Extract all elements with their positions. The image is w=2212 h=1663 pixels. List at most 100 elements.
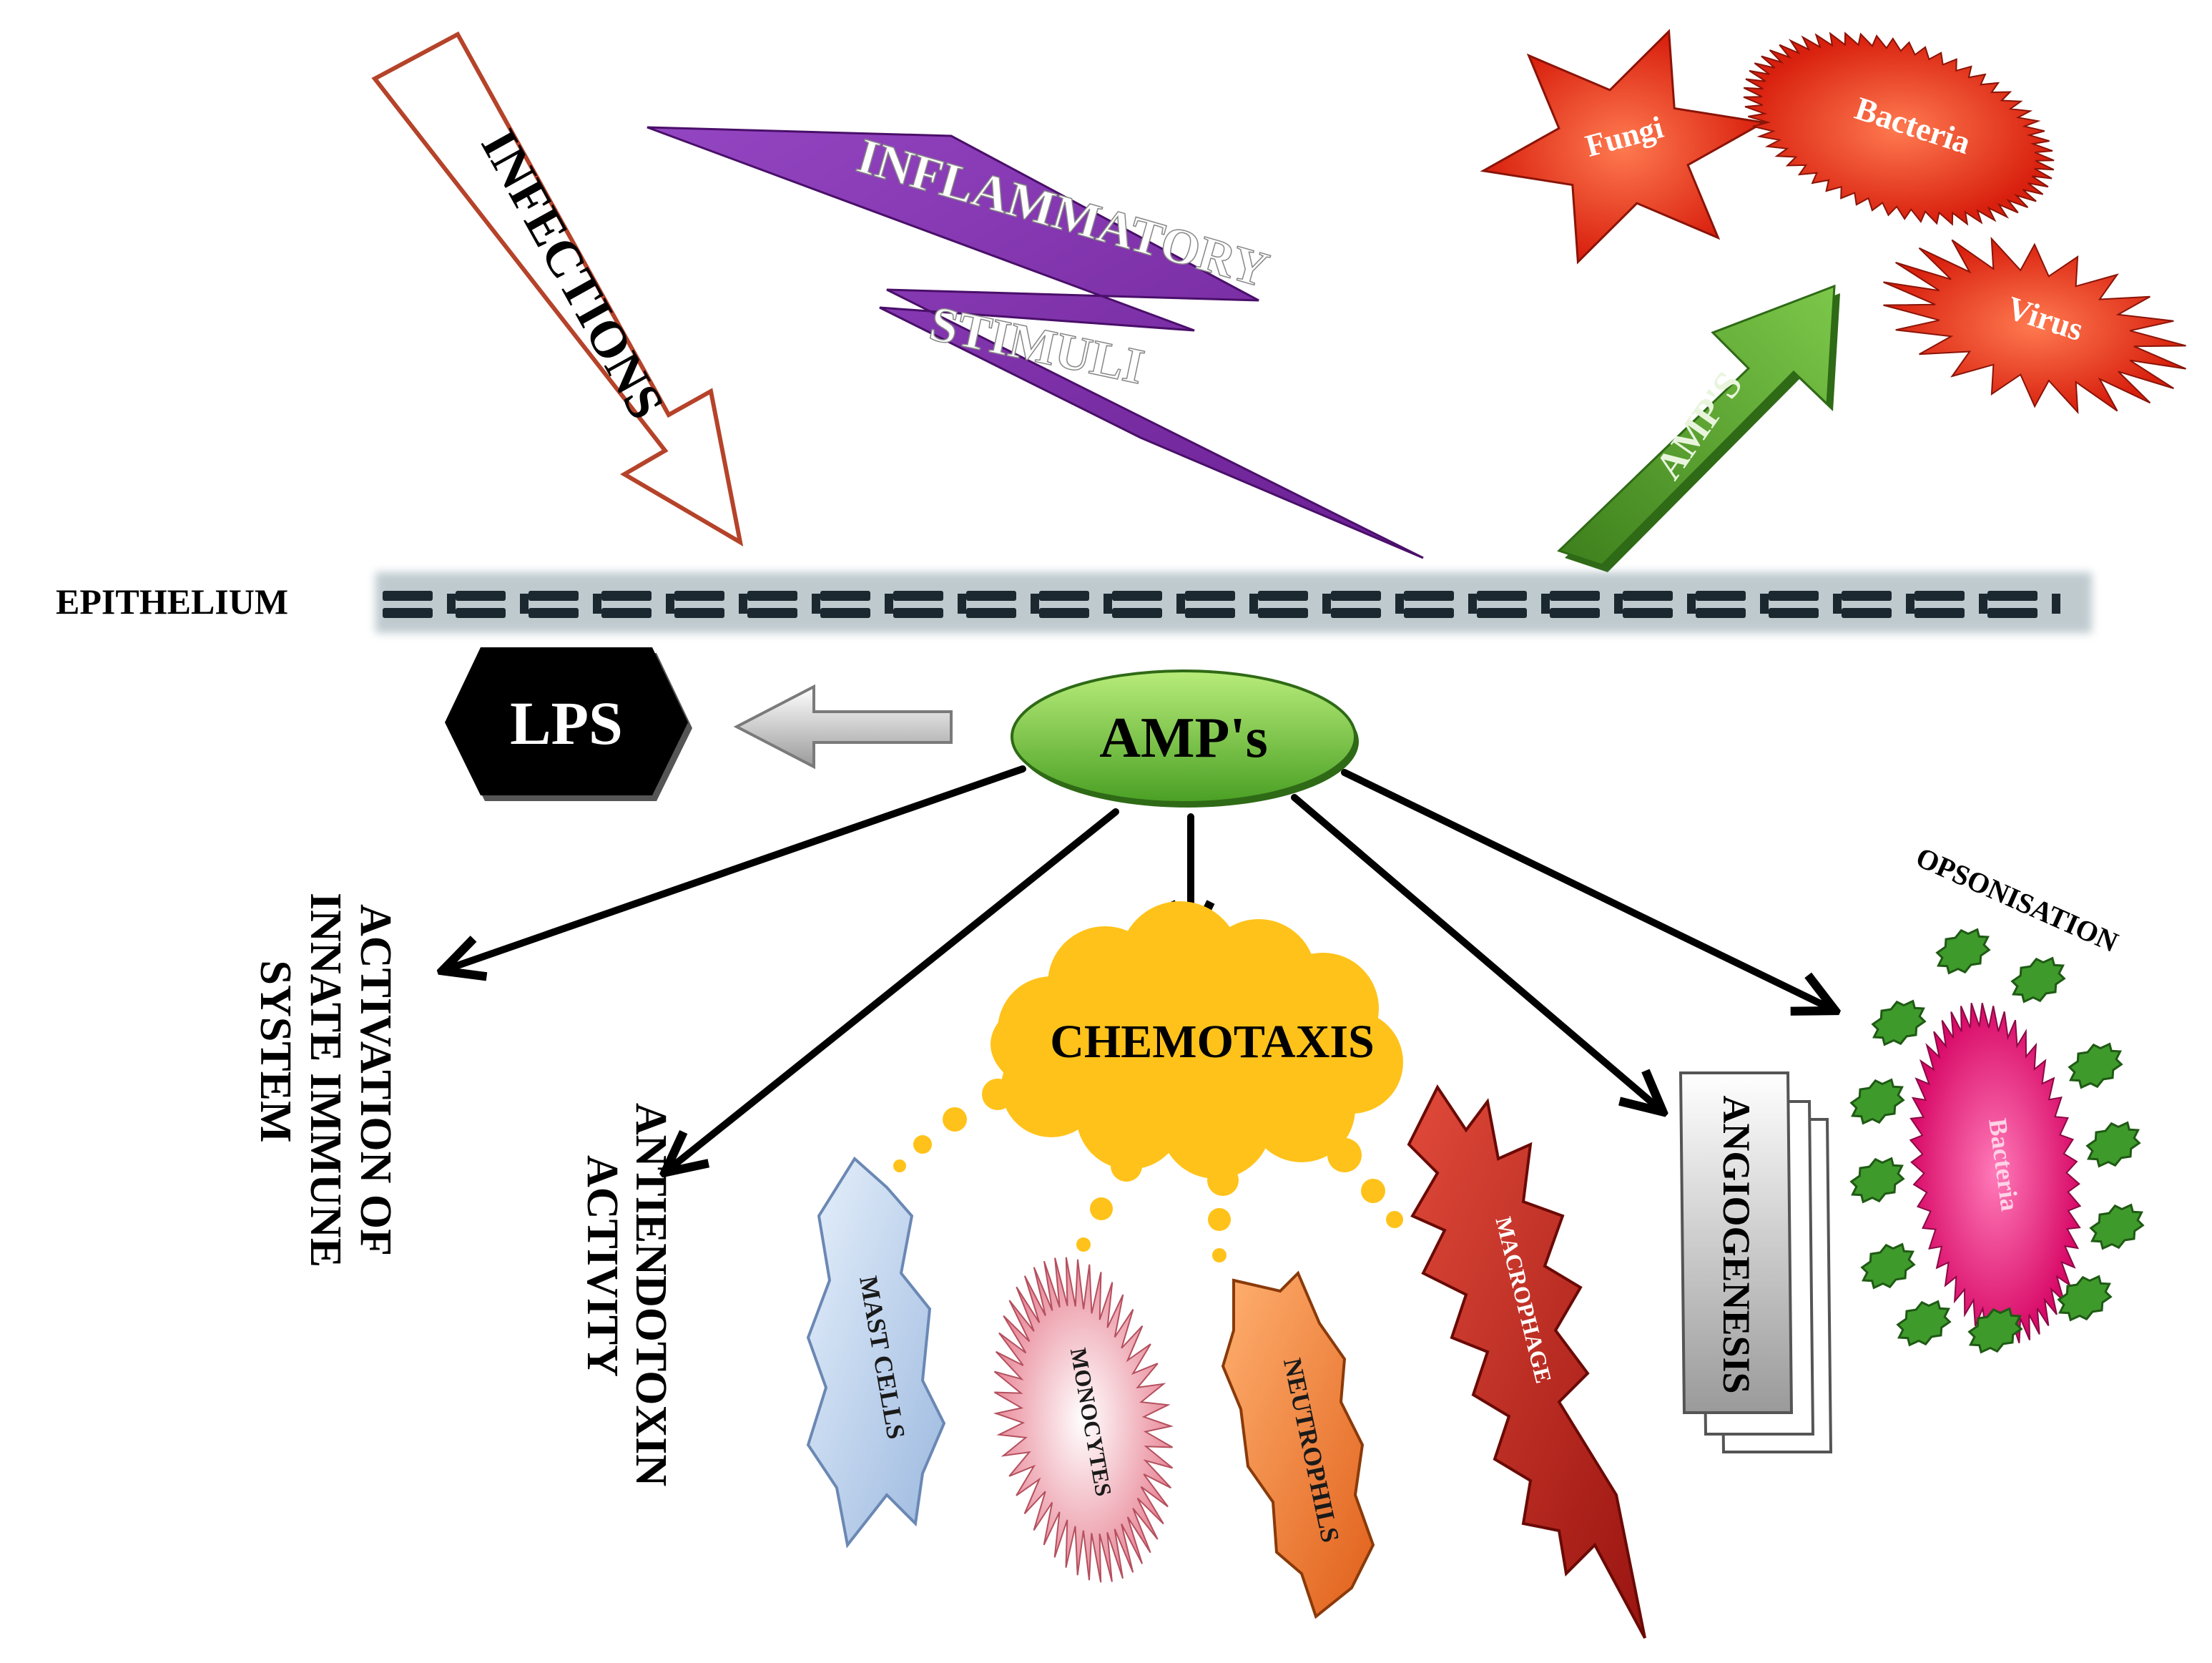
epithelium-dot [1760, 594, 1769, 614]
epithelium-dot [666, 594, 674, 614]
epithelium-dash [1039, 608, 1089, 618]
epithelium-dash [893, 608, 943, 618]
opsonin-leaf [2068, 1042, 2123, 1089]
neutrophils: NEUTROPHILS [1221, 1270, 1375, 1619]
epithelium-dash [1185, 591, 1235, 601]
epithelium-dash [1696, 608, 1746, 618]
epithelium-dash [601, 608, 652, 618]
activation-label-group: ACTIVATION OF INNATE IMMUNE SYSTEM [251, 893, 400, 1267]
opsonin-leaf [2010, 956, 2066, 1004]
macrophage: MACROPHAGE [1407, 1084, 1646, 1639]
epithelium-dash [1477, 608, 1527, 618]
epithelium-dash [1258, 591, 1308, 601]
epithelium-dash [1769, 591, 1819, 601]
chemotaxis-label: CHEMOTAXIS [1050, 1016, 1375, 1068]
epithelium-dash [747, 608, 797, 618]
epithelium-dot [1687, 594, 1696, 614]
epithelium-dash [1842, 591, 1892, 601]
epithelium-dash [966, 608, 1016, 618]
epithelium-dot [1395, 594, 1404, 614]
epithelium-dot [812, 594, 820, 614]
epithelium-dash [893, 591, 943, 601]
opsonin-leaf [1849, 1078, 1905, 1125]
epithelium-layer [375, 572, 2092, 633]
angiogenesis-stack: ANGIOGENESIS [1678, 1071, 1833, 1453]
epithelium-dot [1541, 594, 1550, 614]
epithelium-label: EPITHELIUM [56, 582, 288, 622]
arrow-to-activation [447, 765, 1026, 969]
epithelium-dash [1185, 608, 1235, 618]
epithelium-dash [820, 591, 870, 601]
activation-line1: ACTIVATION OF [351, 904, 400, 1256]
epithelium-dot [958, 594, 966, 614]
epithelium-dot [1031, 594, 1039, 614]
amps-arrows [447, 765, 1831, 1169]
fungi-star: Fungi [1480, 29, 1767, 265]
epithelium-dot [2052, 594, 2060, 614]
infections-label: INFECTIONS [470, 120, 675, 428]
opsonin-leaf [1849, 1157, 1905, 1204]
epithelium-dash [383, 608, 433, 618]
lps-label: LPS [510, 689, 623, 757]
epithelium-dash [1112, 591, 1162, 601]
epithelium-dash [1987, 608, 2038, 618]
angiogenesis-label: ANGIOGENESIS [1715, 1095, 1758, 1393]
epithelium-dash [529, 608, 579, 618]
epithelium-dash [1039, 591, 1089, 601]
monocytes: MONOCYTES [993, 1257, 1174, 1583]
epithelium-dash [1477, 591, 1527, 601]
epithelium-dash [529, 591, 579, 601]
infections-arrow: INFECTIONS [371, 31, 744, 546]
epithelium-dot [1103, 594, 1112, 614]
arrow-to-opsonisation [1341, 769, 1831, 1009]
epithelium-dash [674, 591, 724, 601]
epithelium-dot [593, 594, 601, 614]
epithelium-dash [1404, 608, 1454, 618]
epithelium-dash [601, 591, 652, 601]
epithelium-dash [674, 608, 724, 618]
epithelium-dash [820, 608, 870, 618]
epithelium-dash [456, 608, 506, 618]
epithelium-dot [1322, 594, 1331, 614]
epithelium-dash [966, 591, 1016, 601]
epithelium-dot [520, 594, 529, 614]
epithelium-dot [1979, 594, 1987, 614]
arrow-to-antiendotoxin [669, 808, 1119, 1169]
epithelium-dash [1623, 591, 1673, 601]
epithelium-dash [1331, 591, 1381, 601]
epithelium-dot [1176, 594, 1185, 614]
mast-cells: MAST CELLS [806, 1156, 946, 1549]
opsonisation-label: OPSONISATION [1912, 840, 2123, 958]
chemotaxis-dots [893, 1079, 1403, 1262]
opsonin-antibodies [1849, 928, 2145, 1354]
bacteria-pathogen: Bacteria [1743, 31, 2055, 226]
opsonin-leaf [1871, 999, 1927, 1046]
epithelium-dash [1769, 608, 1819, 618]
chemotaxis-cloud: CHEMOTAXIS [893, 901, 1403, 1262]
epithelium-dot [1468, 594, 1477, 614]
epithelium-dot [885, 594, 893, 614]
opsonin-leaf [1967, 1307, 2023, 1354]
antiendotoxin-label-group: ANTIENDOTOXIN ACTIVITY [578, 1103, 675, 1486]
epithelium-dash [1112, 608, 1162, 618]
opsonin-leaf [2085, 1121, 2141, 1168]
amps-ellipse: AMP's [1011, 669, 1359, 808]
epithelium-dash [1550, 608, 1600, 618]
amps-to-lps-arrow [733, 684, 953, 770]
opsonin-leaf [2089, 1203, 2145, 1250]
activation-line2: INNATE IMMUNE [301, 893, 350, 1267]
inflammatory-stimuli-bolt: INFLAMMATORY STIMULI [647, 126, 1424, 559]
opsonin-leaf [1860, 1242, 1916, 1290]
amp-green-arrow: AMP'S [1557, 284, 1840, 572]
antiendotoxin-line2: ACTIVITY [578, 1155, 626, 1377]
epithelium-dot [739, 594, 747, 614]
opsonin-leaf [1935, 928, 1991, 975]
amps-label: AMP's [1099, 707, 1268, 770]
opsonisation-bacteria: Bacteria [1909, 1002, 2082, 1344]
activation-line3: SYSTEM [251, 961, 300, 1143]
epithelium-dash [1842, 608, 1892, 618]
epithelium-dash [1623, 608, 1673, 618]
epithelium-dash [1550, 591, 1600, 601]
epithelium-dot [1614, 594, 1623, 614]
